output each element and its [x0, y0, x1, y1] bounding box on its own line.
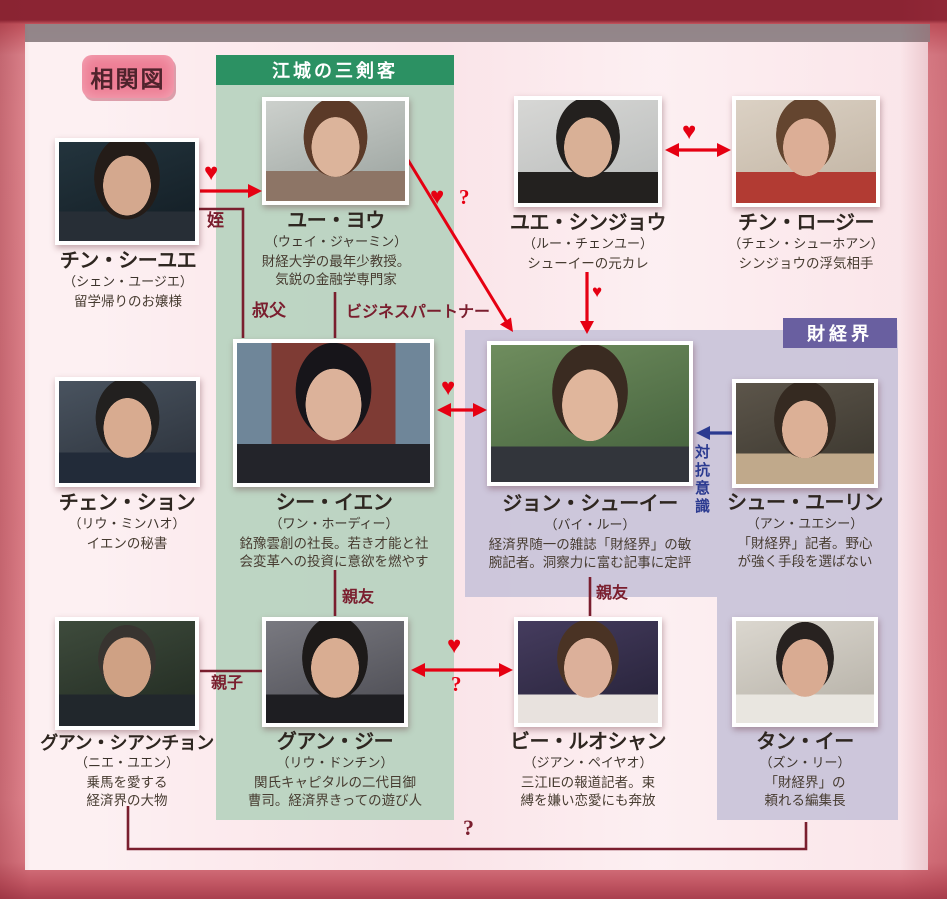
arrow-rivalry-yulin-to-shuyi [696, 426, 737, 440]
arrow-love-xinzhou-rosie [665, 143, 731, 157]
character-actor: （ウェイ・ジャーミン） [264, 234, 408, 249]
label-niece: 姪 [207, 211, 224, 230]
character-name: ユー・ヨウ [287, 210, 385, 232]
card-guan-ji: グアン・ジー （リウ・ドンチン） 関氏キャピタルの二代目御 曹司。経済界きっての… [220, 731, 450, 810]
photo-shu-yulin [732, 379, 878, 488]
card-chin-rosie: チン・ロージー （チェン・シューホアン） シンジョウの浮気相手 [696, 212, 916, 273]
photo-chin-rosie [732, 96, 880, 207]
character-desc: 三江IEの報道記者。束 縛を嫌い恋愛にも奔放 [520, 774, 656, 808]
question-mark: ? [463, 815, 474, 840]
background-gray-band [25, 24, 930, 42]
photo-yue-xinzhou [514, 96, 662, 207]
chart-title-badge: 相関図 [82, 55, 174, 98]
character-desc: シンジョウの浮気相手 [738, 255, 874, 271]
photo-guan-xianchon [55, 617, 199, 730]
character-actor: （ジアン・ペイヤオ） [523, 755, 653, 770]
character-name: グアン・シアンチョン [40, 733, 214, 753]
character-actor: （ズン・リー） [759, 755, 851, 770]
character-name: シー・イエン [275, 492, 393, 514]
character-actor: （リウ・ミンハオ） [68, 516, 186, 531]
character-name: チェン・ション [58, 492, 196, 514]
character-actor: （ルー・チェンユー） [522, 236, 653, 251]
character-desc: イエンの秘書 [86, 535, 168, 551]
question-mark: ? [451, 672, 462, 696]
line-question-xianchon-tanyi [126, 806, 808, 851]
heart-icon: ♥ [430, 183, 445, 210]
character-desc: 「財経界」記者。野心 が強く手段を選ばない [737, 535, 873, 569]
photo-john-shuyi [487, 341, 693, 486]
card-chin-shiyue: チン・シーユエ （シェン・ユージエ） 留学帰りのお嬢様 [33, 250, 223, 311]
label-business-partner: ビジネスパートナー [346, 304, 491, 321]
card-yu-you: ユー・ヨウ （ウェイ・ジャーミン） 財経大学の最年少教授。 気鋭の金融学専門家 [226, 210, 446, 289]
question-mark: ? [459, 185, 470, 209]
character-name: チン・ロージー [737, 212, 875, 234]
character-actor: （アン・ユエシー） [746, 516, 864, 531]
photo-chen-shon [55, 377, 200, 487]
card-bi-luoshan: ビー・ルオシャン （ジアン・ペイヤオ） 三江IEの報道記者。束 縛を嫌い恋愛にも… [488, 731, 688, 810]
character-name: チン・シーユエ [59, 250, 197, 272]
character-name: シュー・ユーリン [727, 492, 884, 514]
photo-chin-shiyue [55, 138, 199, 245]
character-desc: 経済界随一の雑誌「財経界」の敏 腕記者。洞察力に富む記事に定評 [488, 536, 692, 570]
group-header-three-swordsmen: 江城の三剣客 [216, 55, 454, 85]
character-actor: （ニエ・ユエン） [74, 754, 179, 770]
arrow-love-xinzhou-to-shuyi [580, 272, 594, 334]
label-parent-child: 親子 [211, 675, 244, 692]
arrow-love-yuyou-to-shuyi [406, 159, 513, 332]
photo-guan-ji [262, 617, 408, 727]
character-desc: 乗馬を愛する 経済界の大物 [86, 774, 168, 808]
group-header-zaikeikai: 財経界 [783, 318, 897, 348]
character-actor: （ワン・ホーディー） [269, 516, 399, 531]
card-yue-xinzhou: ユエ・シンジョウ （ルー・チェンユー） シューイーの元カレ [488, 212, 688, 273]
arrow-love-shiyue-to-yuyou [200, 184, 262, 198]
heart-icon: ♥ [204, 159, 219, 186]
heart-icon: ♥ [441, 374, 456, 401]
character-name: ジョン・シューイー [502, 493, 678, 515]
card-shu-yulin: シュー・ユーリン （アン・ユエシー） 「財経界」記者。野心 が強く手段を選ばない [705, 492, 905, 571]
line-niece-uncle [198, 207, 245, 338]
label-bestfriends-1: 親友 [342, 589, 375, 606]
label-bestfriends-2: 親友 [596, 585, 629, 602]
character-desc: 関氏キャピタルの二代目御 曹司。経済界きっての遊び人 [247, 774, 423, 808]
label-rivalry: 対抗意識 [693, 444, 710, 516]
character-name: グアン・ジー [276, 731, 394, 753]
heart-icon: ♥ [592, 282, 603, 301]
heart-icon: ♥ [682, 118, 697, 145]
character-actor: （リウ・ドンチン） [276, 755, 394, 770]
card-chen-shon: チェン・ション （リウ・ミンハオ） イエンの秘書 [32, 492, 222, 553]
character-actor: （シェン・ユージエ） [63, 274, 193, 289]
card-shi-yen: シー・イエン （ワン・ホーディー） 銘豫雲創の社長。若き才能と社 会変革への投資… [209, 492, 459, 571]
photo-bi-luoshan [514, 617, 662, 727]
character-desc: 留学帰りのお嬢様 [74, 293, 182, 309]
character-actor: （バイ・ルー） [544, 517, 636, 532]
card-john-shuyi: ジョン・シューイー （バイ・ルー） 経済界随一の雑誌「財経界」の敏 腕記者。洞察… [460, 493, 720, 572]
character-desc: 財経大学の最年少教授。 気鋭の金融学専門家 [261, 253, 411, 287]
character-desc: 銘豫雲創の社長。若き才能と社 会変革への投資に意欲を燃やす [239, 535, 429, 569]
heart-icon: ♥ [447, 632, 462, 659]
card-guan-xianchon: グアン・シアンチョン （ニエ・ユエン） 乗馬を愛する 経済界の大物 [17, 733, 237, 810]
photo-tan-yi [732, 617, 878, 727]
character-desc: シューイーの元カレ [527, 255, 649, 271]
arrow-love-siyen-shuyi [437, 403, 487, 417]
character-name: ユエ・シンジョウ [510, 212, 667, 234]
character-name: タン・イー [756, 731, 854, 753]
label-uncle: 叔父 [252, 301, 286, 320]
photo-yu-you [262, 97, 409, 205]
character-actor: （チェン・シューホアン） [728, 236, 884, 251]
photo-shi-yen [233, 339, 434, 487]
character-desc: 「財経界」の 頼れる編集長 [764, 774, 846, 808]
card-tan-yi: タン・イー （ズン・リー） 「財経界」の 頼れる編集長 [715, 731, 895, 810]
character-name: ビー・ルオシャン [510, 731, 667, 753]
arrow-love-guanji-luoshan [411, 663, 513, 677]
